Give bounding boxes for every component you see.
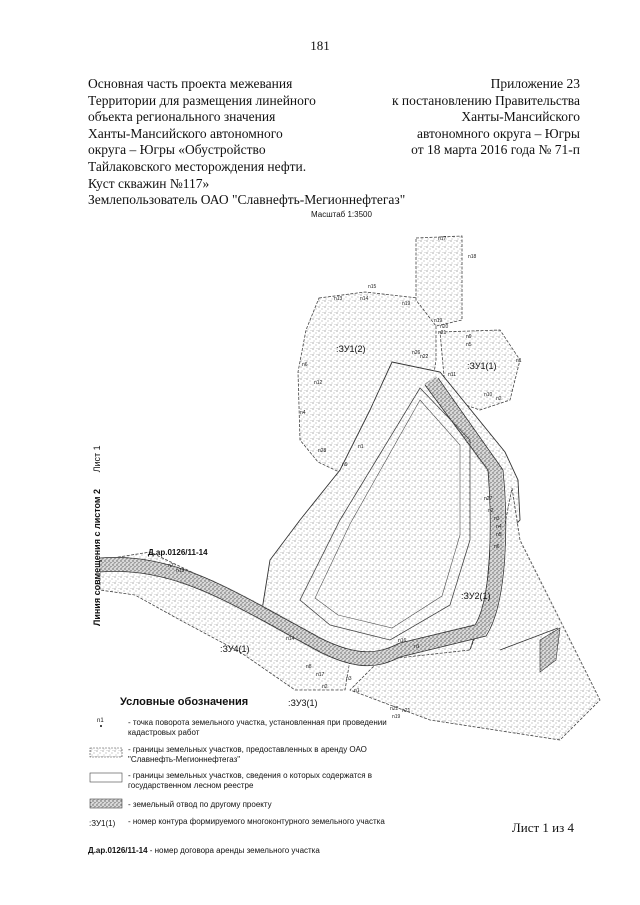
point-label: n9 — [466, 334, 472, 340]
point-label: n22 — [420, 354, 429, 360]
parcel-label: :ЗУ1(2) — [336, 344, 366, 354]
legend-lease-boundary-symbol — [89, 747, 123, 758]
header-right-line: к постановлению Правительства — [391, 92, 580, 108]
legend-point-label: n1 — [97, 718, 104, 724]
pad-inner-outline — [299, 387, 471, 641]
side-junction-label: Линия совмещения с листом 2 Лист 1 — [92, 445, 102, 626]
point-label: n2 — [322, 684, 328, 690]
parcel-label: :ЗУ1(1) — [467, 361, 497, 371]
turning-points: n17 n18 n15 n13 n14 n19 n19 n20 n21 n9 n… — [168, 236, 522, 720]
point-label: n18 — [468, 254, 477, 260]
point-label: n6 — [302, 362, 308, 368]
parcel-upper-strip — [415, 235, 463, 327]
header-left-line: Ханты-Мансийского автономного — [88, 125, 283, 141]
point-label: n1 — [358, 444, 364, 450]
point-label: n1 — [354, 688, 360, 694]
parcel-label: :ЗУ4(1) — [220, 644, 250, 654]
point-label: n21 — [402, 708, 411, 714]
contract-code: Д.ар.0126/11-14 — [88, 846, 148, 855]
contract-label: Д.ар.0126/11-14 — [148, 548, 208, 557]
road-corridor-main — [99, 375, 505, 666]
point-label: n22 — [390, 706, 399, 712]
road-corridor-edge — [99, 384, 491, 653]
pad-inner-outline — [314, 399, 461, 629]
parcel-label: :ЗУ3(1) — [288, 698, 318, 708]
map-scale: Масштаб 1:3500 — [311, 210, 372, 219]
point-label: n4 — [300, 410, 306, 416]
header-left-line: Куст скважин №117» — [88, 175, 210, 191]
sheet-number: Лист 1 из 4 — [511, 820, 574, 835]
point-label: n9 — [342, 462, 348, 468]
point-label: n20 — [440, 324, 449, 330]
point-label: n12 — [314, 380, 323, 386]
point-label: n3 — [346, 676, 352, 682]
header-left-line: Территории для размещения линейного — [88, 92, 316, 108]
header-right-line: автономного округа – Югры — [417, 125, 580, 141]
parcel-zu2-1-area — [349, 487, 601, 741]
side-junction-text: Линия совмещения с листом 2 — [92, 488, 102, 626]
point-label: n19 — [434, 318, 443, 324]
header-right-line: от 18 марта 2016 года № 71-п — [411, 142, 580, 158]
header-left-line: Основная часть проекта межевания — [88, 76, 293, 91]
legend-title: Условные обозначения — [120, 696, 249, 708]
legend-point-symbol — [100, 725, 102, 727]
point-label: n15 — [368, 284, 377, 290]
page-number: 181 — [310, 38, 330, 53]
point-label: n19 — [392, 714, 401, 720]
point-label: n7 — [168, 563, 174, 569]
point-label: n2 — [496, 396, 502, 402]
point-label: n1 — [516, 358, 522, 364]
legend-forest-boundary-symbol — [89, 772, 123, 783]
point-label: n6 — [494, 544, 500, 550]
contract-note: Д.ар.0126/11-14 - номер договора аренды … — [88, 846, 320, 855]
point-label: n14 — [286, 636, 295, 642]
point-label: n4 — [496, 524, 502, 530]
contract-text: - номер договора аренды земельного участ… — [147, 846, 320, 855]
point-label: n8 — [306, 664, 312, 670]
point-label: n14 — [360, 296, 369, 302]
legend-item-text: - земельный отвод по другому проекту — [128, 800, 272, 809]
header-right-block: Приложение 23 к постановлению Правительс… — [392, 76, 580, 159]
parcel-label: :ЗУ2(1) — [461, 591, 491, 601]
side-junction-sheet: Лист 1 — [92, 445, 102, 473]
header-left-line: объекта регионального значения — [88, 109, 276, 125]
point-label: n13 — [334, 296, 343, 302]
legend-item-text: - номер контура формируемого многоконтур… — [128, 817, 385, 826]
point-label: n5 — [466, 342, 472, 348]
point-label: n21 — [438, 330, 447, 336]
legend-item-text: - границы земельных участков, предоставл… — [128, 745, 367, 764]
point-label: n26 — [412, 350, 421, 356]
header-right-line: Приложение 23 — [490, 76, 580, 91]
point-label: n3 — [494, 516, 500, 522]
header-left-block: Основная часть проекта межевания Террито… — [88, 76, 405, 209]
header-left-line: округа – Югры «Обустройство — [88, 142, 266, 158]
point-label: n17 — [316, 672, 325, 678]
road-corridor-edge — [99, 377, 507, 667]
point-label: n1 — [414, 644, 420, 650]
point-label: n16 — [398, 638, 407, 644]
point-label: n28 — [318, 448, 327, 454]
header-left-line: Землепользователь ОАО "Славнефть-Мегионн… — [88, 192, 406, 208]
legend-symbols: n1 :ЗУ1(1) — [89, 718, 123, 828]
legend-other-project-symbol — [89, 798, 123, 809]
point-label: n19 — [402, 301, 411, 307]
legend-parcel-symbol: :ЗУ1(1) — [89, 819, 116, 828]
point-label: n17 — [438, 236, 447, 242]
legend-item-text: - точка поворота земельного участка, уст… — [128, 718, 387, 737]
parcel-right-strip — [539, 627, 561, 673]
legend-item-text: - границы земельных участков, сведения о… — [128, 771, 373, 790]
point-label: n10 — [484, 392, 493, 398]
point-label: n13 — [176, 568, 185, 574]
header-left-line: Тайлаковского месторождения нефти. — [88, 158, 307, 174]
header-right-line: Ханты-Мансийского — [461, 109, 580, 125]
point-label: n2 — [488, 508, 494, 514]
point-label: n27 — [484, 496, 493, 502]
road-branch — [499, 627, 559, 651]
point-label: n5 — [496, 532, 502, 538]
point-label: n11 — [448, 372, 456, 378]
